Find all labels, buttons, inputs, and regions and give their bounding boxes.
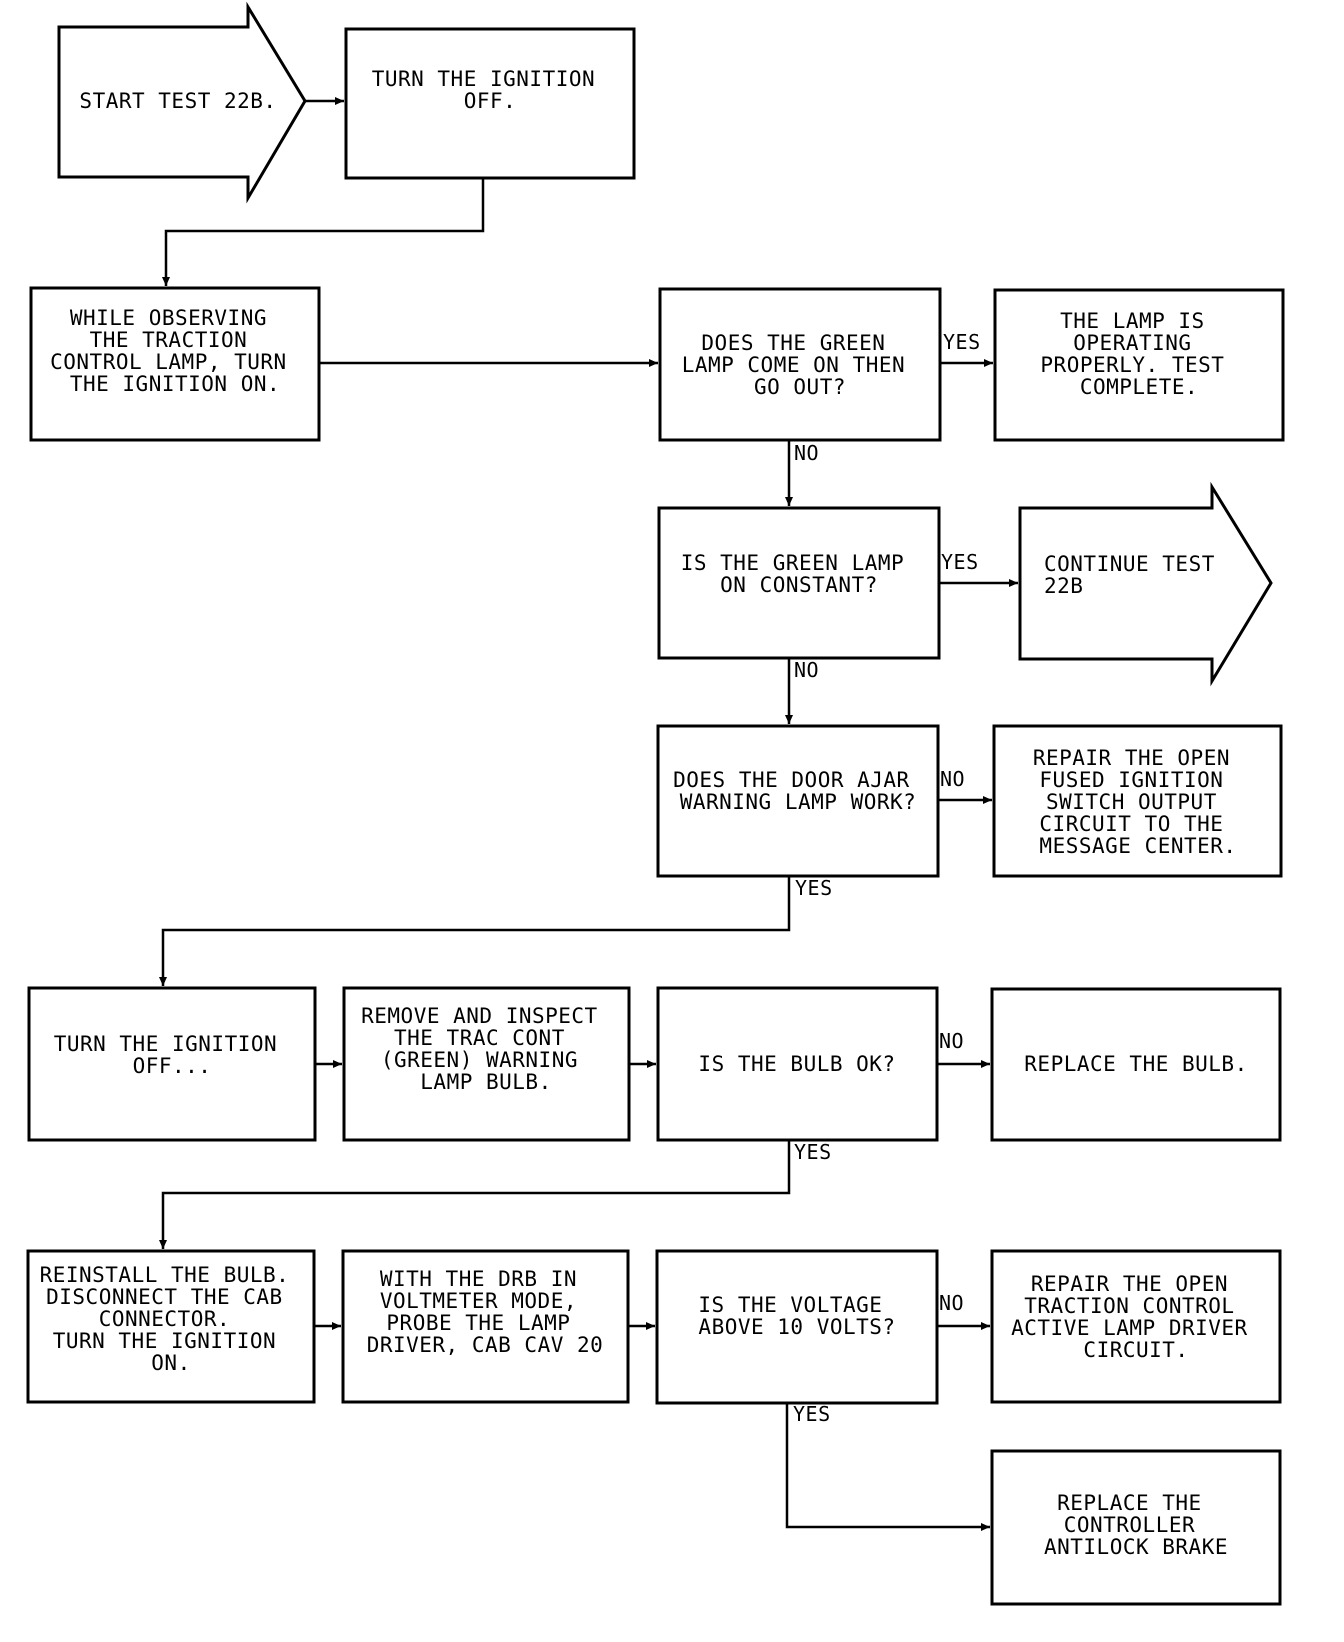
remove-inspect-bulb-label: REMOVE AND INSPECT THE TRAC CONT (GREEN)… bbox=[361, 1004, 611, 1094]
voltage-above-10-label: IS THE VOLTAGE ABOVE 10 VOLTS? bbox=[698, 1293, 895, 1339]
lamp-operating-result-box bbox=[993, 288, 1285, 442]
turn-ignition-off-box bbox=[344, 27, 636, 180]
start-label: START TEST 22B. bbox=[79, 89, 276, 113]
replace-controller-label: REPLACE THE CONTROLLER ANTILOCK BRAKE bbox=[1044, 1491, 1228, 1559]
d2-no-label: NO bbox=[794, 658, 819, 682]
remove-inspect-bulb-box bbox=[342, 986, 631, 1142]
lamp-operating-result-label: THE LAMP IS OPERATING PROPERLY. TEST COM… bbox=[1040, 309, 1237, 399]
drb-voltmeter-box bbox=[341, 1249, 630, 1404]
edge-d5-yes bbox=[785, 1403, 990, 1531]
continue-label: CONTINUE TEST 22B bbox=[1044, 552, 1228, 598]
replace-bulb-label: REPLACE THE BULB. bbox=[1024, 1052, 1247, 1076]
edge-d4-yes bbox=[159, 1140, 791, 1249]
green-lamp-on-then-out-label: DOES THE GREEN LAMP COME ON THEN GO OUT? bbox=[682, 331, 919, 399]
d2-yes-label: YES bbox=[941, 550, 979, 574]
green-lamp-constant-label: IS THE GREEN LAMP ON CONSTANT? bbox=[681, 551, 918, 597]
d1-no-label: NO bbox=[794, 441, 819, 465]
turn-ignition-off-label: TURN THE IGNITION OFF. bbox=[372, 67, 609, 113]
drb-voltmeter-label: WITH THE DRB IN VOLTMETER MODE, PROBE TH… bbox=[367, 1267, 604, 1357]
reinstall-bulb-label: REINSTALL THE BULB. DISCONNECT THE CAB C… bbox=[40, 1263, 303, 1375]
repair-fused-ignition-label: REPAIR THE OPEN FUSED IGNITION SWITCH OU… bbox=[1033, 746, 1243, 858]
d4-no-label: NO bbox=[939, 1029, 964, 1053]
green-lamp-on-then-out-decision bbox=[658, 287, 942, 442]
connectors bbox=[159, 97, 1018, 1531]
edge-d3-yes bbox=[159, 876, 791, 986]
edge-labels: YES NO YES NO NO YES NO YES NO YES bbox=[793, 330, 981, 1426]
nodes bbox=[26, 1, 1285, 1606]
turn-ignition-off-2-box bbox=[27, 986, 317, 1142]
door-ajar-decision bbox=[656, 724, 940, 878]
edge-n1-to-n2 bbox=[162, 178, 485, 286]
replace-bulb-box bbox=[990, 987, 1282, 1142]
d4-yes-label: YES bbox=[794, 1140, 832, 1164]
start-arrow-shape bbox=[57, 1, 307, 204]
d3-no-label: NO bbox=[940, 767, 965, 791]
repair-lamp-driver-label: REPAIR THE OPEN TRACTION CONTROL ACTIVE … bbox=[1011, 1272, 1261, 1362]
d5-no-label: NO bbox=[939, 1291, 964, 1315]
door-ajar-label: DOES THE DOOR AJAR WARNING LAMP WORK? bbox=[673, 768, 923, 814]
observe-lamp-label: WHILE OBSERVING THE TRACTION CONTROL LAM… bbox=[50, 306, 300, 396]
replace-controller-box bbox=[990, 1449, 1282, 1606]
d3-yes-label: YES bbox=[795, 876, 833, 900]
bulb-ok-label: IS THE BULB OK? bbox=[698, 1052, 895, 1076]
bulb-ok-decision bbox=[656, 986, 939, 1142]
observe-lamp-box bbox=[29, 286, 321, 442]
green-lamp-constant-decision bbox=[657, 506, 941, 660]
d1-yes-label: YES bbox=[943, 330, 981, 354]
d5-yes-label: YES bbox=[793, 1402, 831, 1426]
repair-fused-ignition-box bbox=[992, 724, 1283, 878]
node-labels: START TEST 22B. TURN THE IGNITION OFF. W… bbox=[40, 67, 1261, 1559]
repair-lamp-driver-box bbox=[990, 1249, 1282, 1404]
turn-ignition-off-2-label: TURN THE IGNITION OFF... bbox=[54, 1032, 291, 1078]
reinstall-bulb-box bbox=[26, 1249, 316, 1404]
continue-arrow-shape bbox=[1018, 481, 1273, 687]
voltage-above-10-decision bbox=[655, 1249, 939, 1405]
